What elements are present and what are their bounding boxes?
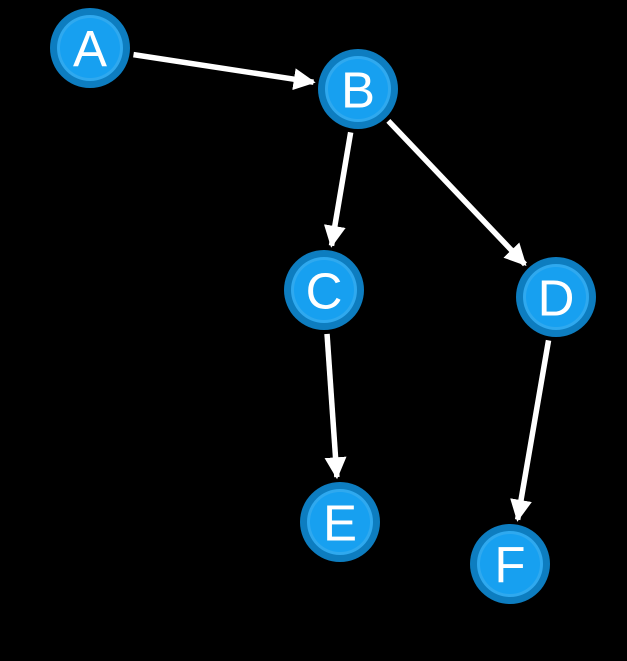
graph-node-E[interactable]: E	[300, 482, 380, 562]
node-body	[328, 59, 388, 119]
edge-line-C-E	[324, 333, 347, 480]
graph-node-C[interactable]: C	[284, 250, 364, 330]
graph-edge-B-D	[386, 118, 527, 267]
graph-edge-C-E	[324, 333, 347, 480]
edge-line-D-F	[510, 339, 552, 522]
node-body	[294, 260, 354, 320]
graph-node-A[interactable]: A	[50, 8, 130, 88]
graph-edge-D-F	[510, 339, 552, 522]
node-body	[310, 492, 370, 552]
node-body	[480, 534, 540, 594]
edge-line-B-D	[386, 118, 527, 267]
graph-node-F[interactable]: F	[470, 524, 550, 604]
node-body	[60, 18, 120, 78]
graph-edge-B-C	[323, 131, 354, 248]
graph-node-B[interactable]: B	[318, 49, 398, 129]
graph-edge-A-B	[133, 51, 316, 91]
graph-node-D[interactable]: D	[516, 257, 596, 337]
edge-line-A-B	[133, 51, 316, 91]
edge-line-B-C	[323, 131, 354, 248]
node-body	[526, 267, 586, 327]
